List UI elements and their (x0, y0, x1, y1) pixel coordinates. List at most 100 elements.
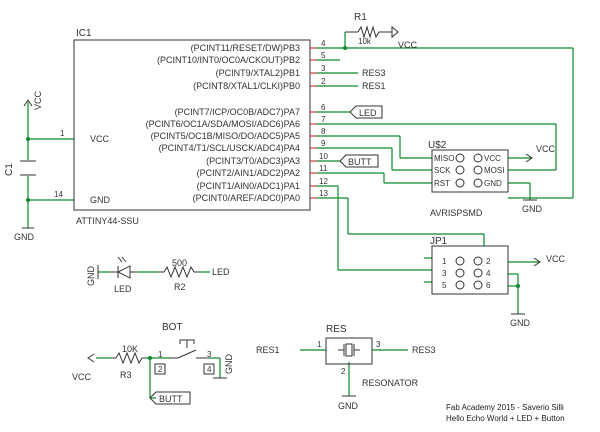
pin-name-pb0: (PCINT8/XTAL1/CLKI)PB0 (193, 81, 300, 91)
r1-ref: R1 (354, 12, 367, 23)
us2-pin-gnd: GND (484, 179, 502, 188)
footer-line-2: Hello Echo World + LED + Button (446, 414, 565, 423)
footer-line-1: Fab Academy 2015 - Saverio Silli (446, 403, 564, 412)
pin-num-pb1: 3 (321, 64, 326, 73)
pin-name-pa5: (PCINT5/OC1B/MISO/DO/ADC5)PA5 (151, 131, 300, 141)
pin-num-pb2: 5 (321, 51, 326, 60)
res-pin-3: 3 (376, 340, 381, 349)
pin-num-pb3: 4 (321, 39, 326, 48)
us2-pin-vcc: VCC (484, 154, 501, 163)
ic1-ref: IC1 (76, 28, 92, 39)
pin-name-pb1: (PCINT9/XTAL2)PB1 (216, 68, 300, 78)
gnd-symbol-left: GND (14, 227, 35, 242)
net-flag-led-label: LED (359, 108, 377, 118)
gnd-symbol-resonator: GND (338, 395, 359, 411)
pin-num-pa6: 7 (321, 115, 326, 124)
vcc-symbol-jp1: VCC (533, 254, 566, 267)
us2-ref: U$2 (428, 140, 447, 151)
led-emission-arrows (117, 256, 127, 263)
res-part: RESONATOR (362, 378, 419, 388)
gnd-label-button: GND (224, 354, 234, 375)
ic1-vcc-pin-name: VCC (90, 134, 110, 144)
vcc-label-jp1: VCC (546, 254, 566, 264)
avrisp-header[interactable]: U$2 MISO VCC SCK MOSI RST GND AVRISPSMD (428, 140, 509, 218)
pin-num-pb0: 2 (321, 77, 326, 86)
net-res1: RES1 (362, 81, 386, 91)
resistor-r1[interactable]: R1 10k VCC (345, 12, 418, 50)
resistor-r3[interactable]: 10K R3 (112, 344, 146, 380)
vcc-symbol-left: VCC (23, 90, 43, 110)
pin-name-pa2: (PCINT2/AIN1/ADC2)PA2 (197, 168, 300, 178)
r3-ref: R3 (120, 370, 132, 380)
jp1-pin-4: 4 (486, 269, 491, 278)
pin-name-pa3: (PCINT3/T0/ADC3)PA3 (206, 156, 300, 166)
bot-pin-1: 1 (158, 350, 163, 359)
pin-num-pa1: 12 (319, 177, 328, 186)
jp1-pin-6: 6 (486, 281, 491, 290)
led-ref: LED (114, 284, 132, 294)
capacitor-c1[interactable]: C1 (4, 160, 36, 176)
gnd-label-left: GND (14, 232, 35, 242)
pin-name-pa4: (PCINT4/T1/SCL/USCK/ADC4)PA4 (159, 143, 300, 153)
gnd-label-led: GND (86, 266, 96, 287)
res-pin-2: 2 (341, 367, 346, 376)
bot-pin-4: 4 (207, 365, 212, 374)
net-res3-resonator: RES3 (412, 345, 436, 355)
r3-value: 10K (122, 344, 138, 354)
resistor-r2[interactable]: 500 R2 (158, 258, 200, 292)
r2-value: 500 (172, 258, 187, 268)
pin-name-pb2: (PCINT10/INT0/OC0A/CKOUT)PB2 (157, 55, 300, 65)
jp1-ref: JP1 (430, 236, 448, 247)
pin-name-pa7: (PCINT7/ICP/OC0B/ADC7)PA7 (175, 107, 300, 117)
net-flag-butt-label: BUTT (348, 157, 372, 167)
us2-pin-mosi: MOSI (484, 166, 504, 175)
us2-part: AVRISPSMD (430, 208, 483, 218)
res-pin-1: 1 (317, 340, 322, 349)
gnd-symbol-avrisp: GND (522, 199, 543, 214)
resonator-res[interactable]: RES RES1 RES3 1 3 2 RESONATOR (256, 324, 436, 388)
pushbutton-bot[interactable]: BOT 1 2 3 4 (154, 322, 215, 375)
ic1[interactable]: IC1 ATTINY44-SSU VCC GND 1 14 (PCINT11/R… (54, 28, 328, 226)
ic1-right-pin-names: (PCINT11/RESET/DW)PB3 (PCINT10/INT0/OC0A… (146, 43, 300, 203)
pin-num-pa2: 11 (319, 164, 328, 173)
pin-name-pa6: (PCINT6/OC1A/SDA/MOSI/ADC6)PA6 (146, 119, 300, 129)
ic1-part: ATTINY44-SSU (76, 216, 139, 226)
ic1-gnd-pin-name: GND (90, 195, 111, 205)
vcc-label-avrisp: VCC (536, 144, 556, 154)
bot-ref: BOT (162, 322, 183, 333)
jp1-pin-5: 5 (442, 281, 447, 290)
ic1-body (73, 39, 311, 211)
net-led-r2: LED (212, 267, 230, 277)
vcc-symbol-button: VCC (72, 353, 95, 382)
net-flag-butt-top: BUTT (339, 154, 379, 168)
gnd-label-avrisp: GND (522, 204, 543, 214)
pin-num-pa0: 13 (319, 189, 328, 198)
ic1-pin-stubs (310, 47, 317, 199)
junctions (26, 46, 520, 360)
gnd-symbol-led: GND (86, 265, 99, 287)
jp1-pin-3: 3 (442, 269, 447, 278)
c1-ref: C1 (4, 163, 15, 176)
led-diode[interactable]: LED (110, 256, 138, 294)
ic1-gnd-pin-num: 14 (54, 190, 63, 199)
bot-pin-3: 3 (207, 350, 212, 359)
ic1-vcc-pin-num: 1 (60, 129, 65, 138)
vcc-symbol-avrisp: VCC (525, 144, 556, 163)
vcc-label-left: VCC (33, 90, 43, 110)
net-flag-led: LED (349, 105, 383, 119)
vcc-label-button: VCC (72, 372, 92, 382)
gnd-label-jp1: GND (510, 318, 531, 328)
jp1-header[interactable]: JP1 1 2 3 4 5 6 (430, 236, 509, 295)
gnd-symbol-button: GND (213, 354, 234, 379)
us2-pin-rst: RST (434, 179, 450, 188)
jp1-pin-1: 1 (442, 257, 447, 266)
net-flag-butt-bottom-label: BUTT (159, 394, 183, 404)
net-res3: RES3 (362, 68, 386, 78)
pin-num-pa4: 9 (321, 139, 326, 148)
pin-num-pa5: 8 (321, 127, 326, 136)
pin-name-pb3: (PCINT11/RESET/DW)PB3 (191, 43, 300, 53)
net-flag-butt-bottom: BUTT (149, 391, 191, 405)
ic1-right-pin-numbers: 4 5 3 2 6 7 8 9 10 11 12 13 (319, 39, 328, 198)
res-ref: RES (326, 324, 347, 335)
